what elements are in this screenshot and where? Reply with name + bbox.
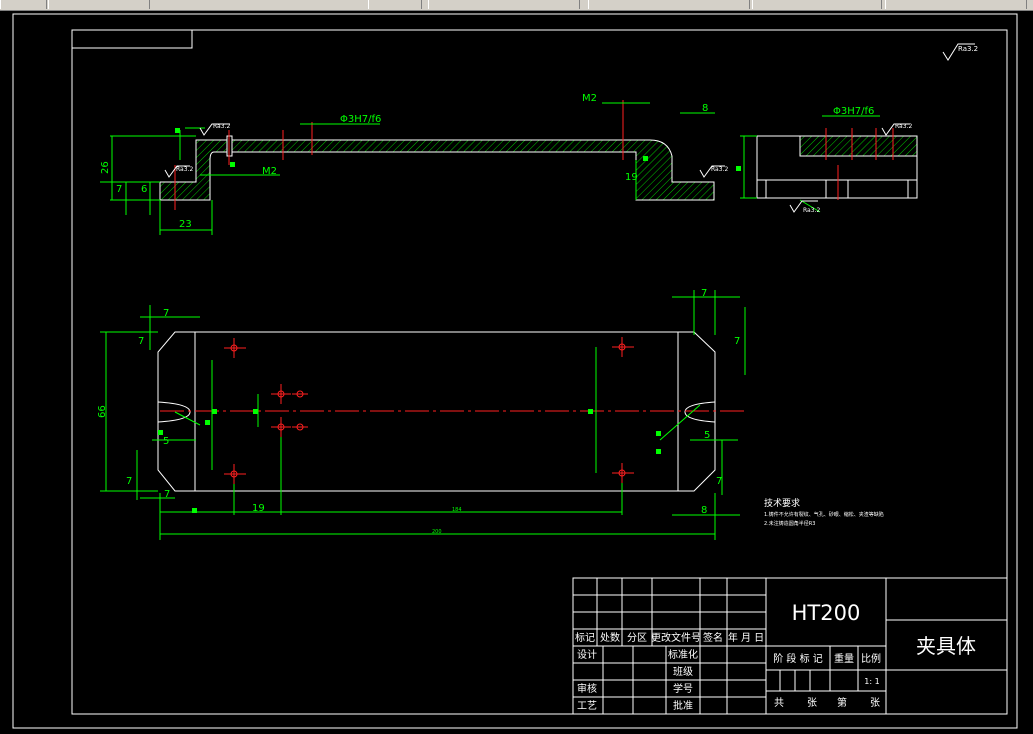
svg-text:7: 7	[716, 476, 722, 487]
toolbar-segment-1[interactable]	[0, 0, 47, 9]
toolbar-segment-4[interactable]	[428, 0, 580, 9]
svg-text:19: 19	[625, 172, 638, 183]
svg-text:7: 7	[138, 336, 144, 347]
svg-text:184: 184	[452, 507, 462, 513]
svg-text:重量: 重量	[834, 652, 854, 665]
svg-text:66: 66	[97, 405, 108, 418]
title-block-text: HT200 夹具体 标记 处数 分区 更改文件号 签名 年 月 日 设计 审核 …	[575, 601, 976, 712]
svg-text:第: 第	[837, 696, 847, 709]
drawing-code-box	[71, 29, 193, 49]
svg-text:7: 7	[701, 288, 707, 299]
svg-text:设计: 设计	[577, 648, 597, 661]
toolbar-segment-5[interactable]	[588, 0, 750, 9]
toolbar-segment-6[interactable]	[752, 0, 882, 9]
svg-text:Ra3.2: Ra3.2	[711, 166, 728, 173]
general-roughness-symbol: Ra3.2	[942, 43, 978, 61]
svg-text:班级: 班级	[673, 666, 693, 678]
svg-text:Ra3.2: Ra3.2	[803, 207, 820, 214]
svg-text:Φ3H7/f6: Φ3H7/f6	[833, 106, 874, 117]
svg-text:2.未注铸造圆角半径R3: 2.未注铸造圆角半径R3	[764, 520, 815, 527]
svg-text:工艺: 工艺	[577, 700, 597, 712]
svg-text:批准: 批准	[673, 699, 693, 712]
svg-text:19: 19	[252, 503, 265, 514]
svg-text:7: 7	[734, 336, 740, 347]
svg-text:标记: 标记	[575, 632, 595, 644]
svg-text:8: 8	[702, 103, 708, 114]
svg-text:1.铸件不允许有裂纹、气孔、砂眼、缩松、夹渣等缺陷: 1.铸件不允许有裂纹、气孔、砂眼、缩松、夹渣等缺陷	[764, 511, 884, 518]
svg-text:8: 8	[701, 505, 707, 516]
svg-text:M2: M2	[262, 166, 277, 177]
toolbar-segment-7[interactable]	[885, 0, 1027, 9]
svg-text:更改文件号: 更改文件号	[651, 631, 701, 644]
svg-text:审核: 审核	[577, 682, 597, 695]
toolbar-strip	[0, 0, 1033, 11]
toolbar-segment-2[interactable]	[48, 0, 150, 9]
svg-text:7: 7	[164, 489, 170, 500]
plan-view: 7 7 66 5 7 7 19 7 7 5 7 8 184 200	[97, 288, 746, 540]
svg-text:1: 1: 1: 1	[864, 677, 879, 686]
svg-text:Ra3.2: Ra3.2	[958, 45, 978, 53]
svg-text:标准化: 标准化	[668, 648, 698, 661]
svg-text:5: 5	[163, 436, 169, 447]
svg-text:共: 共	[774, 697, 784, 709]
side-section-view: Φ3H7/f6 Ra3.2 Ra3.2	[736, 106, 918, 214]
title-block	[572, 577, 1008, 715]
svg-text:Φ3H7/f6: Φ3H7/f6	[340, 114, 381, 125]
svg-text:Ra3.2: Ra3.2	[213, 123, 230, 130]
svg-text:张: 张	[870, 697, 880, 709]
svg-text:7: 7	[116, 184, 122, 195]
svg-text:23: 23	[179, 219, 192, 230]
toolbar-segment-3[interactable]	[368, 0, 422, 9]
part-name: 夹具体	[916, 634, 976, 658]
svg-text:6: 6	[141, 184, 147, 195]
svg-text:M2: M2	[582, 93, 597, 104]
svg-text:7: 7	[163, 308, 169, 319]
material-label: HT200	[792, 601, 861, 625]
svg-text:分区: 分区	[627, 632, 647, 644]
drawing-border-outer	[12, 13, 1018, 729]
svg-text:26: 26	[100, 161, 111, 174]
svg-text:Ra3.2: Ra3.2	[895, 123, 912, 130]
svg-text:Ra3.2: Ra3.2	[176, 166, 193, 173]
technical-notes: 技术要求 1.铸件不允许有裂纹、气孔、砂眼、缩松、夹渣等缺陷 2.未注铸造圆角半…	[764, 497, 884, 527]
front-section-view: 26 7 6 23 Φ3H7/f6 M2 M2 8 19 Ra3.2 Ra3.2…	[100, 93, 728, 235]
svg-text:年 月 日: 年 月 日	[728, 631, 764, 644]
svg-text:处数: 处数	[600, 631, 620, 644]
svg-text:比例: 比例	[861, 652, 881, 665]
svg-text:5: 5	[704, 430, 710, 441]
svg-text:技术要求: 技术要求	[764, 497, 800, 509]
svg-text:阶 段 标 记: 阶 段 标 记	[773, 652, 823, 665]
drawing-border-inner	[71, 29, 1008, 715]
svg-text:200: 200	[432, 529, 442, 535]
svg-text:张: 张	[807, 697, 817, 709]
svg-text:7: 7	[126, 476, 132, 487]
svg-text:学号: 学号	[673, 682, 693, 695]
svg-text:签名: 签名	[703, 631, 723, 644]
